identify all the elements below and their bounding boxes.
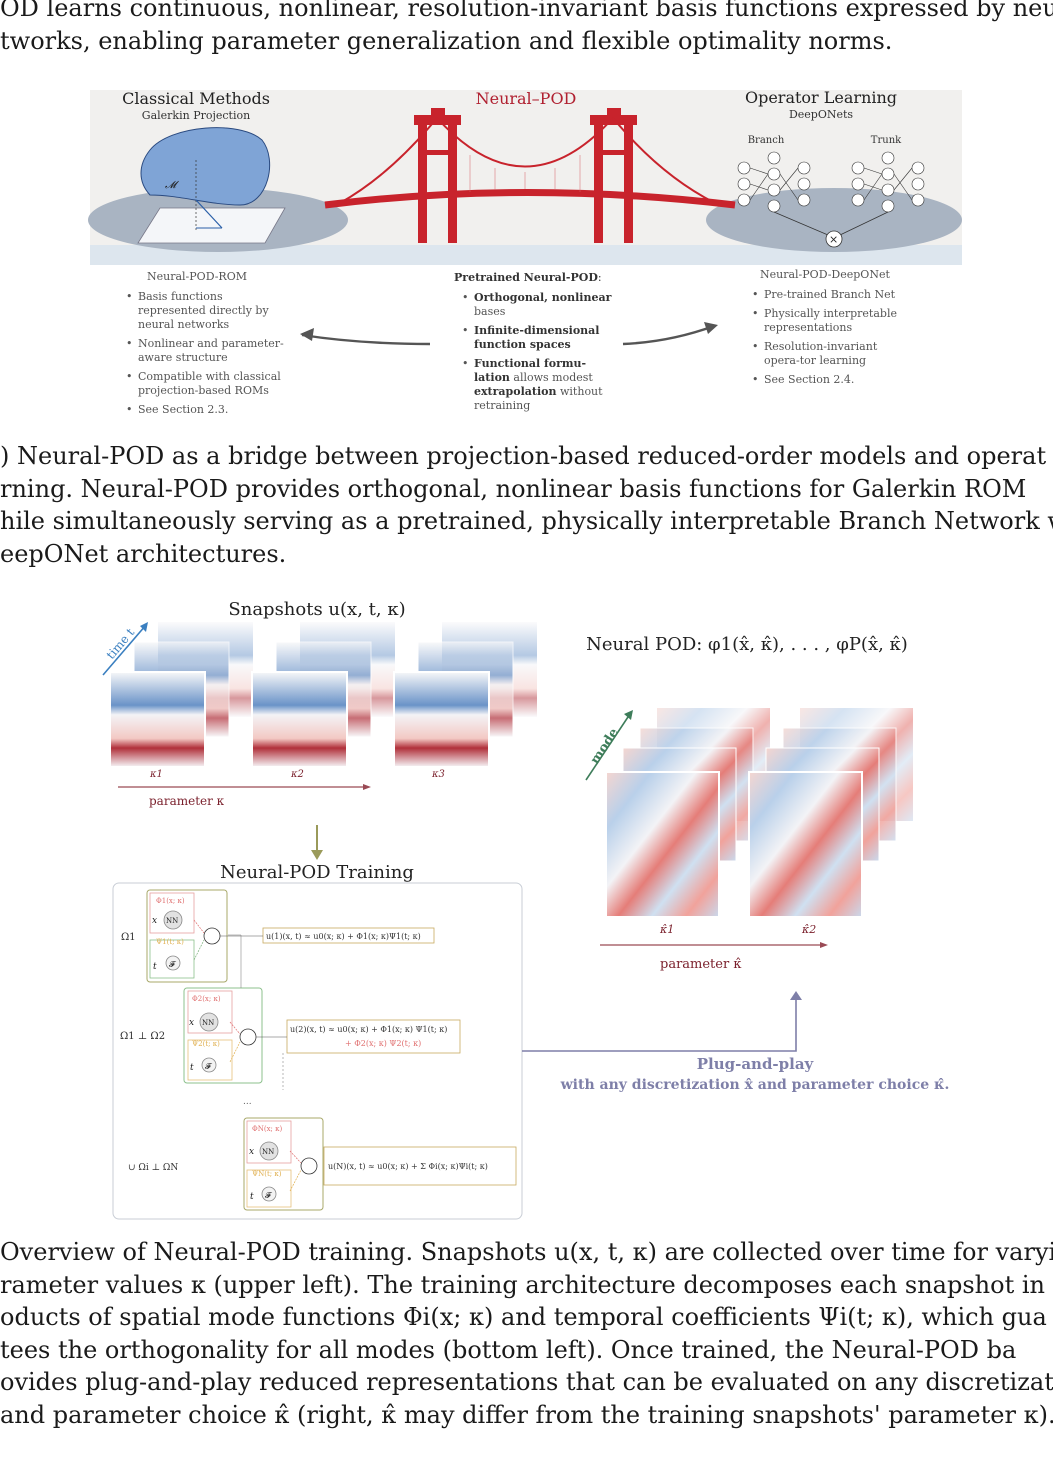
arrow-right bbox=[623, 326, 714, 344]
equation-n: u(N)(x, t) ≈ u0(x; κ) + Σ Φi(x; κ)Ψi(t; … bbox=[328, 1162, 488, 1171]
list-item: Resolution-invariant opera-tor learning bbox=[752, 340, 912, 368]
equation-2-cont: + Φ2(x; κ) Ψ2(t; κ) bbox=[345, 1039, 421, 1048]
kappa-label: κ1 bbox=[149, 769, 163, 780]
trunk-label: Trunk bbox=[871, 135, 902, 146]
mode-stack-2 bbox=[749, 708, 913, 917]
kappa-hat-label: κ̂1 bbox=[659, 923, 674, 936]
parameter-hat-label: parameter κ̂ bbox=[660, 957, 741, 972]
mode-stack-1 bbox=[606, 708, 770, 917]
x-input-label: x bbox=[152, 916, 157, 926]
time-label: time t bbox=[104, 625, 138, 662]
mid-col-list: Orthogonal, nonlinear bases Infinite-dim… bbox=[462, 291, 612, 418]
caption-a: ) Neural-POD as a bridge between project… bbox=[0, 440, 1053, 570]
psi-label: ΨN(t; κ) bbox=[252, 1170, 282, 1178]
multiply-symbol: × bbox=[829, 233, 838, 246]
branch-label: Branch bbox=[748, 135, 785, 146]
x-input-label: x bbox=[249, 1147, 254, 1157]
list-item: Compatible with classical projection-bas… bbox=[126, 370, 291, 398]
bridge-title: Neural–POD bbox=[476, 89, 577, 108]
plug-subtitle: with any discretization x̂ and parameter… bbox=[560, 1077, 950, 1093]
right-col-list: Pre-trained Branch Net Physically interp… bbox=[752, 288, 912, 392]
psi-label: Ψ1(t; κ) bbox=[156, 938, 184, 946]
classical-subtitle: Galerkin Projection bbox=[142, 109, 250, 122]
t-input-label: t bbox=[153, 962, 157, 972]
equation-2: u(2)(x, t) ≈ u0(x; κ) + Φ1(x; κ) Ψ1(t; κ… bbox=[290, 1025, 447, 1034]
snapshot-stack-1 bbox=[110, 622, 253, 767]
mode-label: mode bbox=[588, 726, 622, 768]
nn-label: NN bbox=[262, 1148, 274, 1156]
parameter-label: parameter κ bbox=[149, 794, 225, 808]
caption-line: and parameter choice κ̂ (right, κ̂ may d… bbox=[0, 1399, 1053, 1432]
snapshots-label: Snapshots u(x, t, κ) bbox=[228, 599, 405, 620]
caption-b: Overview of Neural-POD training. Snapsho… bbox=[0, 1236, 1053, 1432]
caption-line: eepONet architectures. bbox=[0, 538, 1053, 571]
plug-connector bbox=[522, 998, 796, 1051]
equation-1: u(1)(x, t) ≈ u0(x; κ) + Φ1(x; κ)Ψ1(t; κ) bbox=[266, 932, 421, 941]
list-item: Nonlinear and parameter-aware structure bbox=[126, 337, 291, 365]
caption-line: rning. Neural-POD provides orthogonal, n… bbox=[0, 473, 1053, 506]
t-input-label: t bbox=[190, 1063, 194, 1073]
caption-line: tees the orthogonality for all modes (bo… bbox=[0, 1334, 1053, 1367]
list-item: Pre-trained Branch Net bbox=[752, 288, 912, 302]
arrow-left bbox=[302, 335, 430, 344]
snapshot-stack-2 bbox=[252, 622, 395, 767]
phi-label: ΦN(x; κ) bbox=[252, 1125, 283, 1133]
t-input-label: t bbox=[250, 1192, 254, 1202]
nn-label: NN bbox=[166, 917, 178, 925]
x-input-label: x bbox=[189, 1018, 194, 1028]
left-col-title: Neural-POD-ROM bbox=[147, 270, 247, 284]
dots-label: ... bbox=[243, 1097, 252, 1107]
omega-label: Ω1 bbox=[121, 932, 136, 943]
operator-title: Operator Learning bbox=[745, 88, 897, 107]
psi-label: Ψ2(t; κ) bbox=[192, 1040, 220, 1048]
projection-plane bbox=[138, 208, 285, 243]
phi-label: Φ2(x; κ) bbox=[192, 995, 221, 1003]
list-item: See Section 2.3. bbox=[126, 403, 291, 417]
snapshot-stack-3 bbox=[394, 622, 537, 767]
list-item: Functional formu-lation allows modest ex… bbox=[462, 357, 612, 413]
omega-label: ∪ Ωi ⊥ ΩN bbox=[128, 1163, 178, 1173]
list-item: Basis functions represented directly by … bbox=[126, 290, 291, 332]
kappa-hat-label: κ̂2 bbox=[801, 923, 816, 936]
figure-b-illustration: time t κ1 κ2 κ3 parameter κ Snapshots u(… bbox=[0, 590, 1053, 1230]
kappa-label: κ3 bbox=[431, 769, 445, 780]
operator-subtitle: DeepONets bbox=[789, 108, 853, 121]
caption-line: rameter values κ (upper left). The train… bbox=[0, 1269, 1053, 1302]
classical-title: Classical Methods bbox=[122, 89, 270, 108]
caption-line: ) Neural-POD as a bridge between project… bbox=[0, 440, 1053, 473]
list-item: Infinite-dimensional function spaces bbox=[462, 324, 612, 352]
list-item: See Section 2.4. bbox=[752, 373, 912, 387]
phi-label: Φ1(x; κ) bbox=[156, 897, 185, 905]
caption-line: oducts of spatial mode functions Φi(x; κ… bbox=[0, 1301, 1053, 1334]
training-title: Neural-POD Training bbox=[220, 862, 414, 883]
list-item: Physically interpretable representations bbox=[752, 307, 912, 335]
right-col-title: Neural-POD-DeepONet bbox=[760, 268, 890, 282]
plug-title: Plug-and-play bbox=[697, 1055, 815, 1073]
neural-pod-label: Neural POD: φ1(x̂, κ̂), . . . , φP(x̂, κ… bbox=[586, 634, 908, 655]
list-item: Orthogonal, nonlinear bases bbox=[462, 291, 612, 319]
nn-label: NN bbox=[202, 1019, 214, 1027]
caption-line: Overview of Neural-POD training. Snapsho… bbox=[0, 1236, 1053, 1269]
omega-label: Ω1 ⊥ Ω2 bbox=[120, 1031, 165, 1042]
mid-col-title: Pretrained Neural-POD: bbox=[454, 271, 602, 285]
kappa-label: κ2 bbox=[290, 769, 304, 780]
caption-line: ovides plug-and-play reduced representat… bbox=[0, 1366, 1053, 1399]
left-col-list: Basis functions represented directly by … bbox=[126, 290, 291, 422]
caption-line: hile simultaneously serving as a pretrai… bbox=[0, 505, 1053, 538]
